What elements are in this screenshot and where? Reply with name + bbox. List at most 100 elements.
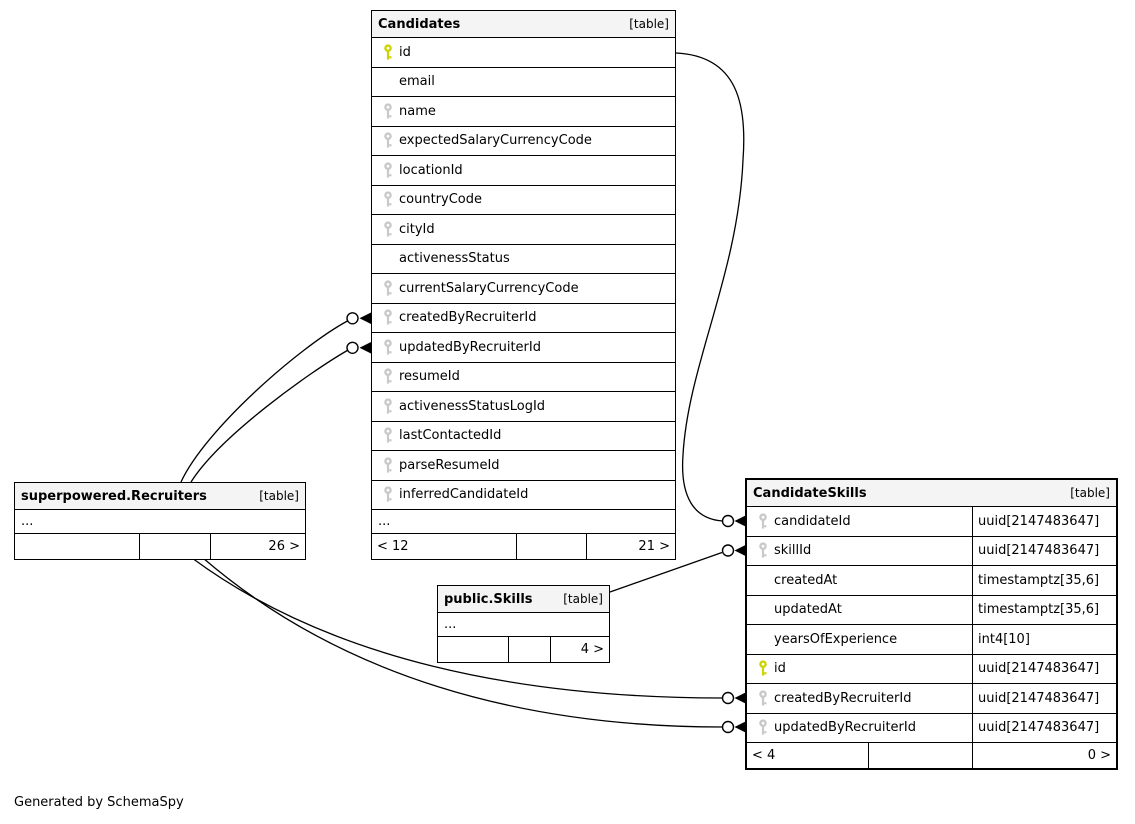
column-name: updatedByRecruiterId <box>399 339 541 355</box>
table-row[interactable]: locationId <box>372 156 675 186</box>
table-footer: 4 > <box>438 637 609 662</box>
column-name: createdByRecruiterId <box>774 690 912 706</box>
foreign-key-icon <box>758 719 768 736</box>
column-name: activenessStatusLogId <box>399 398 546 414</box>
table-row[interactable]: inferredCandidateId <box>372 481 675 510</box>
foreign-key-icon <box>383 368 393 385</box>
table-row[interactable]: name <box>372 97 675 127</box>
connector-candidateskills-createdby <box>721 691 746 705</box>
parents-count: < 12 <box>377 539 409 554</box>
foreign-key-icon <box>383 309 393 326</box>
table-candidates[interactable]: Candidates [table] id email name expecte… <box>371 10 676 560</box>
column-name: createdByRecruiterId <box>399 310 537 326</box>
parents-count: < 4 <box>752 748 776 763</box>
table-row[interactable]: resumeId <box>372 363 675 392</box>
table-skills[interactable]: public.Skills [table] ... 4 > <box>437 585 610 663</box>
column-type: uuid[2147483647] <box>972 713 1116 742</box>
table-row[interactable]: updatedByRecruiterId <box>372 333 675 363</box>
column-name: id <box>399 44 411 60</box>
foreign-key-icon <box>383 103 393 120</box>
primary-key-icon <box>758 660 768 677</box>
table-row[interactable]: cityId <box>372 215 675 245</box>
connector-candidateskills-skillid <box>721 544 746 557</box>
column-name: cityId <box>399 221 435 237</box>
table-row[interactable]: lastContactedId <box>372 422 675 451</box>
column-name: expectedSalaryCurrencyCode <box>399 133 592 149</box>
column-name: parseResumeId <box>399 457 500 473</box>
foreign-key-icon <box>383 162 393 179</box>
foreign-key-icon <box>383 486 393 503</box>
column-name: countryCode <box>399 192 482 208</box>
table-footer: 26 > <box>15 534 305 559</box>
table-title: public.Skills <box>444 591 533 607</box>
table-row[interactable]: expectedSalaryCurrencyCode <box>372 127 675 156</box>
foreign-key-icon <box>383 398 393 415</box>
column-type: uuid[2147483647] <box>972 654 1116 683</box>
children-count: 4 > <box>550 637 609 662</box>
table-row[interactable]: activenessStatus <box>372 245 675 274</box>
foreign-key-icon <box>383 339 393 356</box>
foreign-key-icon <box>758 542 768 559</box>
primary-key-icon <box>383 44 393 61</box>
table-header[interactable]: superpowered.Recruiters [table] <box>15 483 305 510</box>
table-row[interactable]: createdByRecruiterId uuid[2147483647] <box>747 684 1116 714</box>
table-candidateskills[interactable]: CandidateSkills [table] candidateId uuid… <box>745 478 1118 770</box>
column-type: timestamptz[35,6] <box>972 566 1116 595</box>
column-name: updatedByRecruiterId <box>774 720 916 736</box>
connector-candidateskills-candidateid <box>721 514 746 528</box>
table-header[interactable]: public.Skills [table] <box>438 586 609 613</box>
column-name: skillId <box>774 543 812 559</box>
table-row[interactable]: updatedByRecruiterId uuid[2147483647] <box>747 713 1116 743</box>
table-footer: < 4 0 > <box>747 743 1116 768</box>
table-row[interactable]: createdAt timestamptz[35,6] <box>747 566 1116 596</box>
table-row[interactable]: updatedAt timestamptz[35,6] <box>747 595 1116 625</box>
connector-candidates-createdby <box>346 312 371 325</box>
table-type-badge: [table] <box>563 592 603 606</box>
footer-spacer <box>508 637 550 662</box>
foreign-key-icon <box>383 280 393 297</box>
foreign-key-icon <box>383 132 393 149</box>
table-row[interactable]: activenessStatusLogId <box>372 392 675 422</box>
table-row[interactable]: skillId uuid[2147483647] <box>747 536 1116 566</box>
connector-candidateskills-updatedby <box>721 720 746 734</box>
parents-count <box>438 637 508 662</box>
children-count: 21 > <box>586 534 675 559</box>
relation-skills-to-candidateskills <box>609 551 723 593</box>
footer-spacer <box>516 534 586 559</box>
table-row[interactable]: currentSalaryCurrencyCode <box>372 274 675 304</box>
foreign-key-icon <box>383 427 393 444</box>
column-type: int4[10] <box>972 625 1116 654</box>
table-title: Candidates <box>378 16 461 32</box>
table-recruiters[interactable]: superpowered.Recruiters [table] ... 26 > <box>14 482 306 560</box>
table-row[interactable]: email <box>372 68 675 97</box>
column-name: id <box>774 661 786 677</box>
table-row[interactable]: createdByRecruiterId <box>372 304 675 333</box>
table-row[interactable]: yearsOfExperience int4[10] <box>747 625 1116 655</box>
column-type: uuid[2147483647] <box>972 507 1116 536</box>
relation-candidates-id-to-candidateskills <box>675 52 745 522</box>
table-row[interactable]: countryCode <box>372 186 675 215</box>
table-row[interactable]: candidateId uuid[2147483647] <box>747 507 1116 537</box>
table-header[interactable]: CandidateSkills [table] <box>747 480 1116 507</box>
table-header[interactable]: Candidates [table] <box>372 11 675 38</box>
table-row[interactable]: id uuid[2147483647] <box>747 654 1116 684</box>
connector-candidates-updatedby <box>346 341 371 354</box>
column-type: uuid[2147483647] <box>972 536 1116 565</box>
column-name: inferredCandidateId <box>399 487 529 503</box>
relation-recruiters-to-candidates-updated <box>190 349 348 483</box>
table-footer: < 12 21 > <box>372 534 675 559</box>
table-type-badge: [table] <box>259 489 299 503</box>
relation-recruiters-to-candidateskills-updated <box>202 557 723 728</box>
column-name: updatedAt <box>774 602 842 618</box>
footer-spacer <box>139 534 210 559</box>
column-name: name <box>399 103 436 119</box>
children-count: 26 > <box>210 534 305 559</box>
table-row[interactable]: id <box>372 38 675 68</box>
foreign-key-icon <box>758 690 768 707</box>
table-type-badge: [table] <box>629 17 669 31</box>
table-row[interactable]: parseResumeId <box>372 451 675 481</box>
footer-spacer <box>868 743 972 768</box>
hidden-columns-ellipsis: ... <box>438 613 609 637</box>
